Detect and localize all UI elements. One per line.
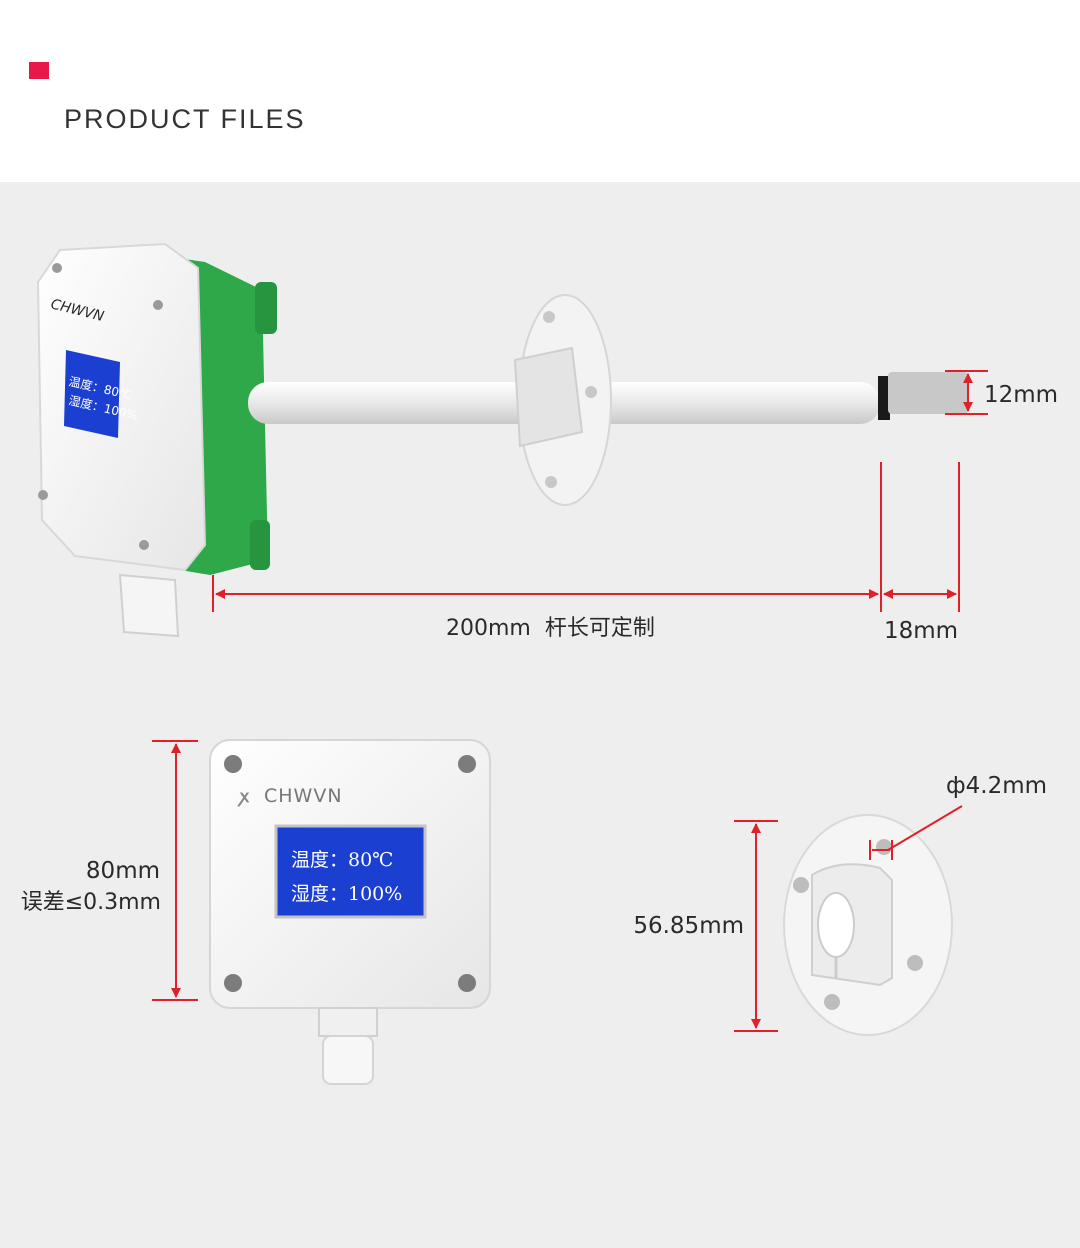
- cable-gland-front: [322, 1035, 374, 1085]
- cover-screw: [38, 490, 48, 500]
- duct-sensor-side-view: CHWVN 温度：80℃ 湿度：100%: [36, 242, 968, 638]
- cover-screw: [139, 540, 149, 550]
- lcd-display: [274, 824, 427, 919]
- front-cover: [36, 242, 207, 572]
- cable-gland: [118, 573, 180, 638]
- brand-logo-mark: ꭗ: [237, 787, 250, 807]
- flange-hole: [585, 386, 597, 398]
- flange-clamp: [513, 346, 584, 448]
- enclosure-dimension: 80mm 误差≤0.3mm: [21, 740, 198, 1001]
- flange-hole: [543, 311, 555, 323]
- hole-leader-line: [887, 805, 963, 851]
- header-bar: PRODUCT FILES: [0, 0, 1080, 182]
- enclosure-screw: [224, 974, 242, 992]
- top-dimensions: 12mm 200mm 杆长可定制 18mm: [212, 370, 1058, 644]
- cover-screw: [52, 263, 62, 273]
- rod-length-label: 200mm 杆长可定制: [446, 616, 655, 641]
- hole-diameter-label: ф4.2mm: [946, 773, 1047, 799]
- probe-diameter-label: 12mm: [984, 382, 1058, 408]
- gland-nut: [318, 1007, 378, 1037]
- enclosure-tolerance-label: 误差≤0.3mm: [21, 890, 161, 915]
- enclosure-front-view: ꭗ CHWVN 温度：80℃ 湿度：100%: [209, 739, 491, 1085]
- flange-hole: [545, 476, 557, 488]
- flange-height-label: 56.85mm: [633, 913, 744, 939]
- cover-screw: [153, 300, 163, 310]
- housing-tab-bottom: [250, 520, 270, 570]
- lcd-line-temperature: 温度：80℃: [291, 849, 393, 871]
- flange-hole: [824, 994, 840, 1010]
- flange-view: [783, 814, 953, 1036]
- lcd-line-humidity: 湿度：100%: [291, 883, 402, 905]
- accent-square: [29, 62, 49, 79]
- flange-dimensions: 56.85mm ф4.2mm: [633, 773, 1047, 1032]
- tip-length-label: 18mm: [884, 618, 958, 644]
- enclosure-screw: [224, 755, 242, 773]
- section-heading: PRODUCT FILES: [64, 104, 306, 134]
- enclosure-screw: [458, 974, 476, 992]
- brand-label: CHWVN: [264, 785, 343, 807]
- flange-hole: [907, 955, 923, 971]
- enclosure-screw: [458, 755, 476, 773]
- probe-bore: [817, 892, 855, 958]
- side-lcd: [64, 350, 120, 438]
- enclosure-height-label: 80mm: [86, 858, 160, 884]
- housing-tab-top: [255, 282, 277, 334]
- flange-hole: [876, 839, 892, 855]
- flange-hole: [793, 877, 809, 893]
- probe-tip: [888, 372, 968, 414]
- probe-tip-band: [878, 376, 890, 420]
